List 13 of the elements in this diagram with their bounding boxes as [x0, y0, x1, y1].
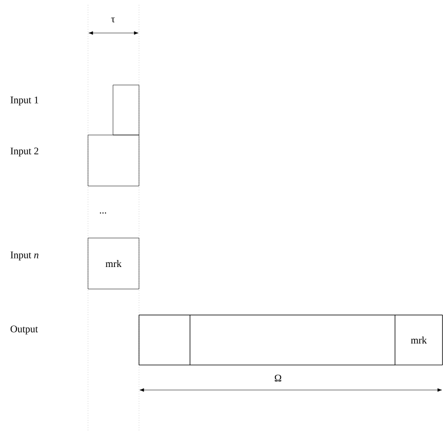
label: ...	[100, 212, 106, 214]
label: τ	[111, 18, 115, 22]
row-label: Input 2	[10, 148, 38, 156]
cell	[138, 314, 190, 366]
row-label: Output	[10, 326, 38, 334]
row-label: Input n	[10, 252, 38, 260]
cell: mrk	[394, 314, 443, 366]
box-shape	[112, 84, 140, 136]
box-shape	[88, 134, 140, 186]
text-box: mrk	[88, 238, 140, 290]
cell	[190, 314, 396, 366]
row-label: Input 1	[10, 96, 38, 106]
label: Ω	[274, 374, 282, 382]
